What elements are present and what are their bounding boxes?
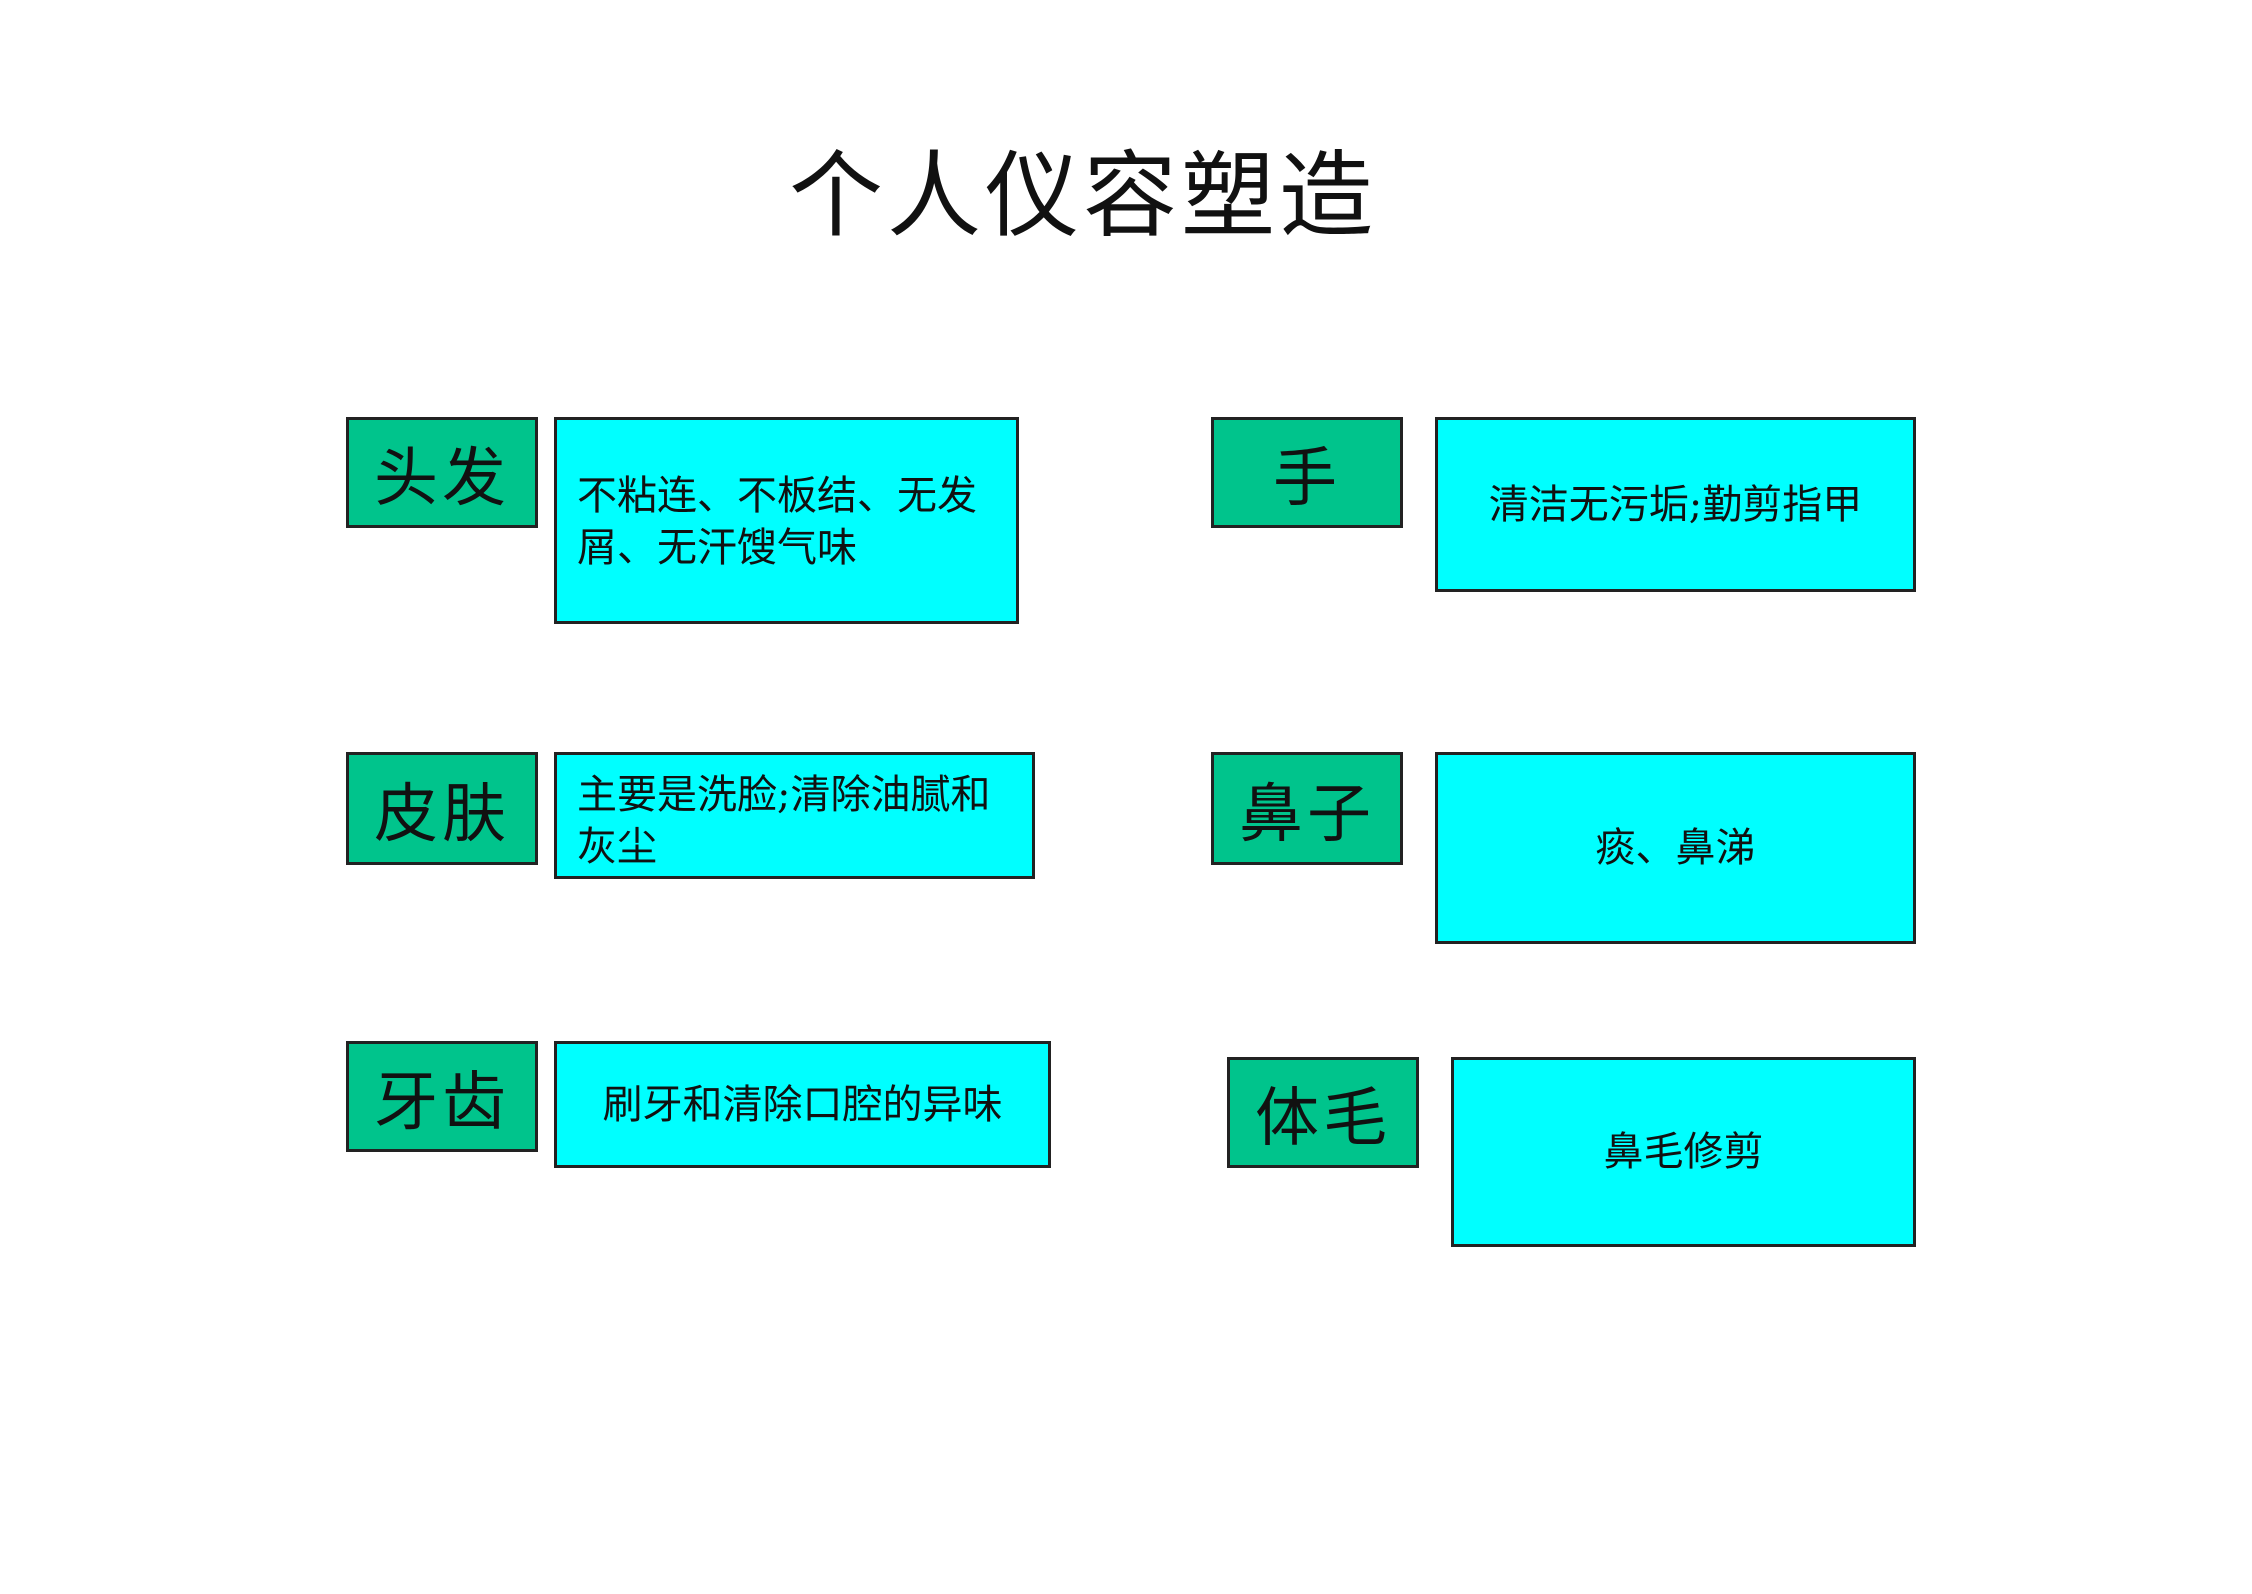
- desc-hands-text: 清洁无污垢;勤剪指甲: [1488, 481, 1863, 528]
- desc-skin-text: 主要是洗脸;清除油腻和灰尘: [577, 772, 991, 870]
- desc-hands: 清洁无污垢;勤剪指甲: [1435, 417, 1916, 592]
- desc-teeth-text: 刷牙和清除口腔的异味: [602, 1081, 1003, 1128]
- page-title: 个人仪容塑造: [788, 142, 1377, 251]
- label-skin: 皮肤: [346, 752, 538, 865]
- desc-hair: 不粘连、不板结、无发屑、无汗馊气味: [554, 417, 1019, 624]
- label-teeth: 牙齿: [346, 1041, 538, 1152]
- desc-nose: 痰、鼻涕: [1435, 752, 1916, 944]
- label-nose: 鼻子: [1211, 752, 1403, 865]
- desc-teeth: 刷牙和清除口腔的异味: [554, 1041, 1051, 1168]
- desc-body-hair-text: 鼻毛修剪: [1603, 1129, 1764, 1175]
- desc-body-hair: 鼻毛修剪: [1451, 1057, 1916, 1247]
- label-hands: 手: [1211, 417, 1403, 528]
- label-hair: 头发: [346, 417, 538, 528]
- desc-skin: 主要是洗脸;清除油腻和灰尘: [554, 752, 1035, 879]
- desc-nose-text: 痰、鼻涕: [1595, 825, 1756, 871]
- desc-hair-text: 不粘连、不板结、无发屑、无汗馊气味: [577, 473, 977, 571]
- label-body-hair: 体毛: [1227, 1057, 1419, 1168]
